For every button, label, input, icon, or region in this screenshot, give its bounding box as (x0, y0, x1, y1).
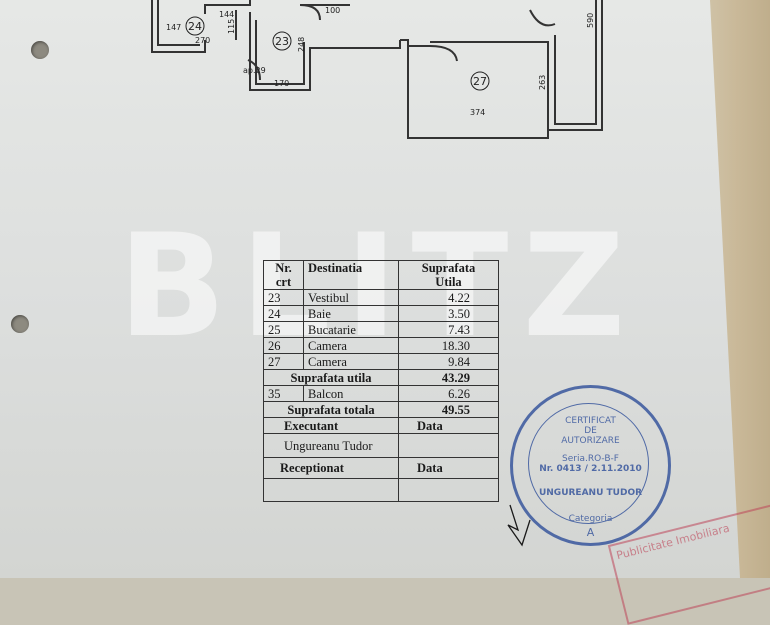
header-nr: Nr.crt (263, 260, 304, 290)
room-number: 23 (275, 35, 289, 48)
door-swing (247, 59, 261, 81)
dimension-label: 115 (227, 19, 236, 34)
totala-value: 49.55 (398, 401, 499, 418)
executant-header-row: Executant Data (263, 417, 499, 434)
row-area: 3.50 (398, 305, 499, 322)
punch-hole (31, 41, 49, 59)
executant-label: Executant (263, 417, 399, 434)
receptionat-header-row: Receptionat Data (263, 457, 499, 479)
dimension-label: 100 (325, 6, 340, 15)
row-name: Baie (303, 305, 399, 322)
room-marker-24 (185, 16, 205, 36)
wall (151, 0, 206, 53)
room-marker-23 (272, 31, 292, 51)
stamp-line: Categoria (568, 514, 613, 524)
executant-row: Ungureanu Tudor (263, 433, 499, 458)
wall (547, 0, 603, 131)
row-name: Camera (303, 337, 399, 354)
row-nr: 27 (263, 353, 304, 370)
table-row: 27 Camera 9.84 (263, 353, 499, 370)
authorization-stamp: CERTIFICAT DE AUTORIZARE Seria.RO-B-F Nr… (510, 385, 671, 546)
row-name: Vestibul (303, 289, 399, 306)
row-nr: 26 (263, 337, 304, 354)
wall (249, 12, 401, 91)
stamp-line: DE (584, 426, 597, 436)
row-area: 18.30 (398, 337, 499, 354)
stamp-line: UNGUREANU TUDOR (538, 488, 643, 498)
wall (400, 39, 549, 139)
totala-label: Suprafata totala (263, 401, 399, 418)
wall (157, 0, 200, 46)
table-row: 25 Bucatarie 7.43 (263, 321, 499, 338)
stamp-line: A (586, 526, 595, 539)
door-swing (529, 9, 556, 27)
receptionat-row (263, 478, 499, 502)
dimension-label: 170 (274, 79, 289, 88)
dimension-label: 374 (470, 108, 485, 117)
row-area: 6.26 (398, 385, 499, 402)
data-label: Data (398, 417, 499, 434)
door-swing (299, 4, 321, 21)
stamp-line: AUTORIZARE (561, 436, 620, 446)
stamp-line: Seria.RO-B-F (562, 454, 619, 464)
punch-hole (11, 315, 29, 333)
wall (255, 20, 305, 85)
dimension-label: 263 (538, 75, 547, 90)
dimension-label: 147 (166, 23, 181, 32)
utila-label: Suprafata utila (263, 369, 399, 386)
row-name: Camera (303, 353, 399, 370)
wall (554, 0, 597, 125)
dimension-label: 590 (586, 13, 595, 28)
row-nr: 35 (263, 385, 304, 402)
header-destinatia: Destinatia (303, 260, 399, 290)
receptionat-name (263, 478, 399, 502)
stamp-inner-ring (528, 403, 649, 524)
receptionat-date (398, 478, 499, 502)
room-marker-27 (470, 71, 490, 91)
wall (407, 40, 430, 47)
utila-value: 43.29 (398, 369, 499, 386)
table-row: 35 Balcon 6.26 (263, 385, 499, 402)
receptionat-label: Receptionat (263, 457, 399, 479)
table-row: 23 Vestibul 4.22 (263, 289, 499, 306)
signature-mark (507, 504, 531, 547)
stamp-line: CERTIFICAT (565, 416, 616, 426)
dimension-label: 248 (297, 37, 306, 52)
row-area: 4.22 (398, 289, 499, 306)
total-row: Suprafata totala 49.55 (263, 401, 499, 418)
table-row: 24 Baie 3.50 (263, 305, 499, 322)
room-number: 27 (473, 75, 487, 88)
dimension-label: ap.29 (243, 66, 266, 75)
door-swing (429, 45, 458, 62)
executant-name: Ungureanu Tudor (263, 433, 399, 458)
table-row: 26 Camera 18.30 (263, 337, 499, 354)
row-nr: 24 (263, 305, 304, 322)
subtotal-row: Suprafata utila 43.29 (263, 369, 499, 386)
data-label-2: Data (398, 457, 499, 479)
row-name: Balcon (303, 385, 399, 402)
row-area: 7.43 (398, 321, 499, 338)
dimension-label: 144 (219, 10, 234, 19)
floor-plan: 24 147 270 144 115 23 100 248 170 ap.29 … (151, 0, 603, 139)
row-area: 9.84 (398, 353, 499, 370)
wall (204, 0, 251, 14)
dimension-label: 270 (195, 36, 210, 45)
executant-date (398, 433, 499, 458)
row-nr: 25 (263, 321, 304, 338)
room-number: 24 (188, 20, 202, 33)
stamp-line: Nr. 0413 / 2.11.2010 (539, 464, 642, 474)
row-name: Bucatarie (303, 321, 399, 338)
row-nr: 23 (263, 289, 304, 306)
